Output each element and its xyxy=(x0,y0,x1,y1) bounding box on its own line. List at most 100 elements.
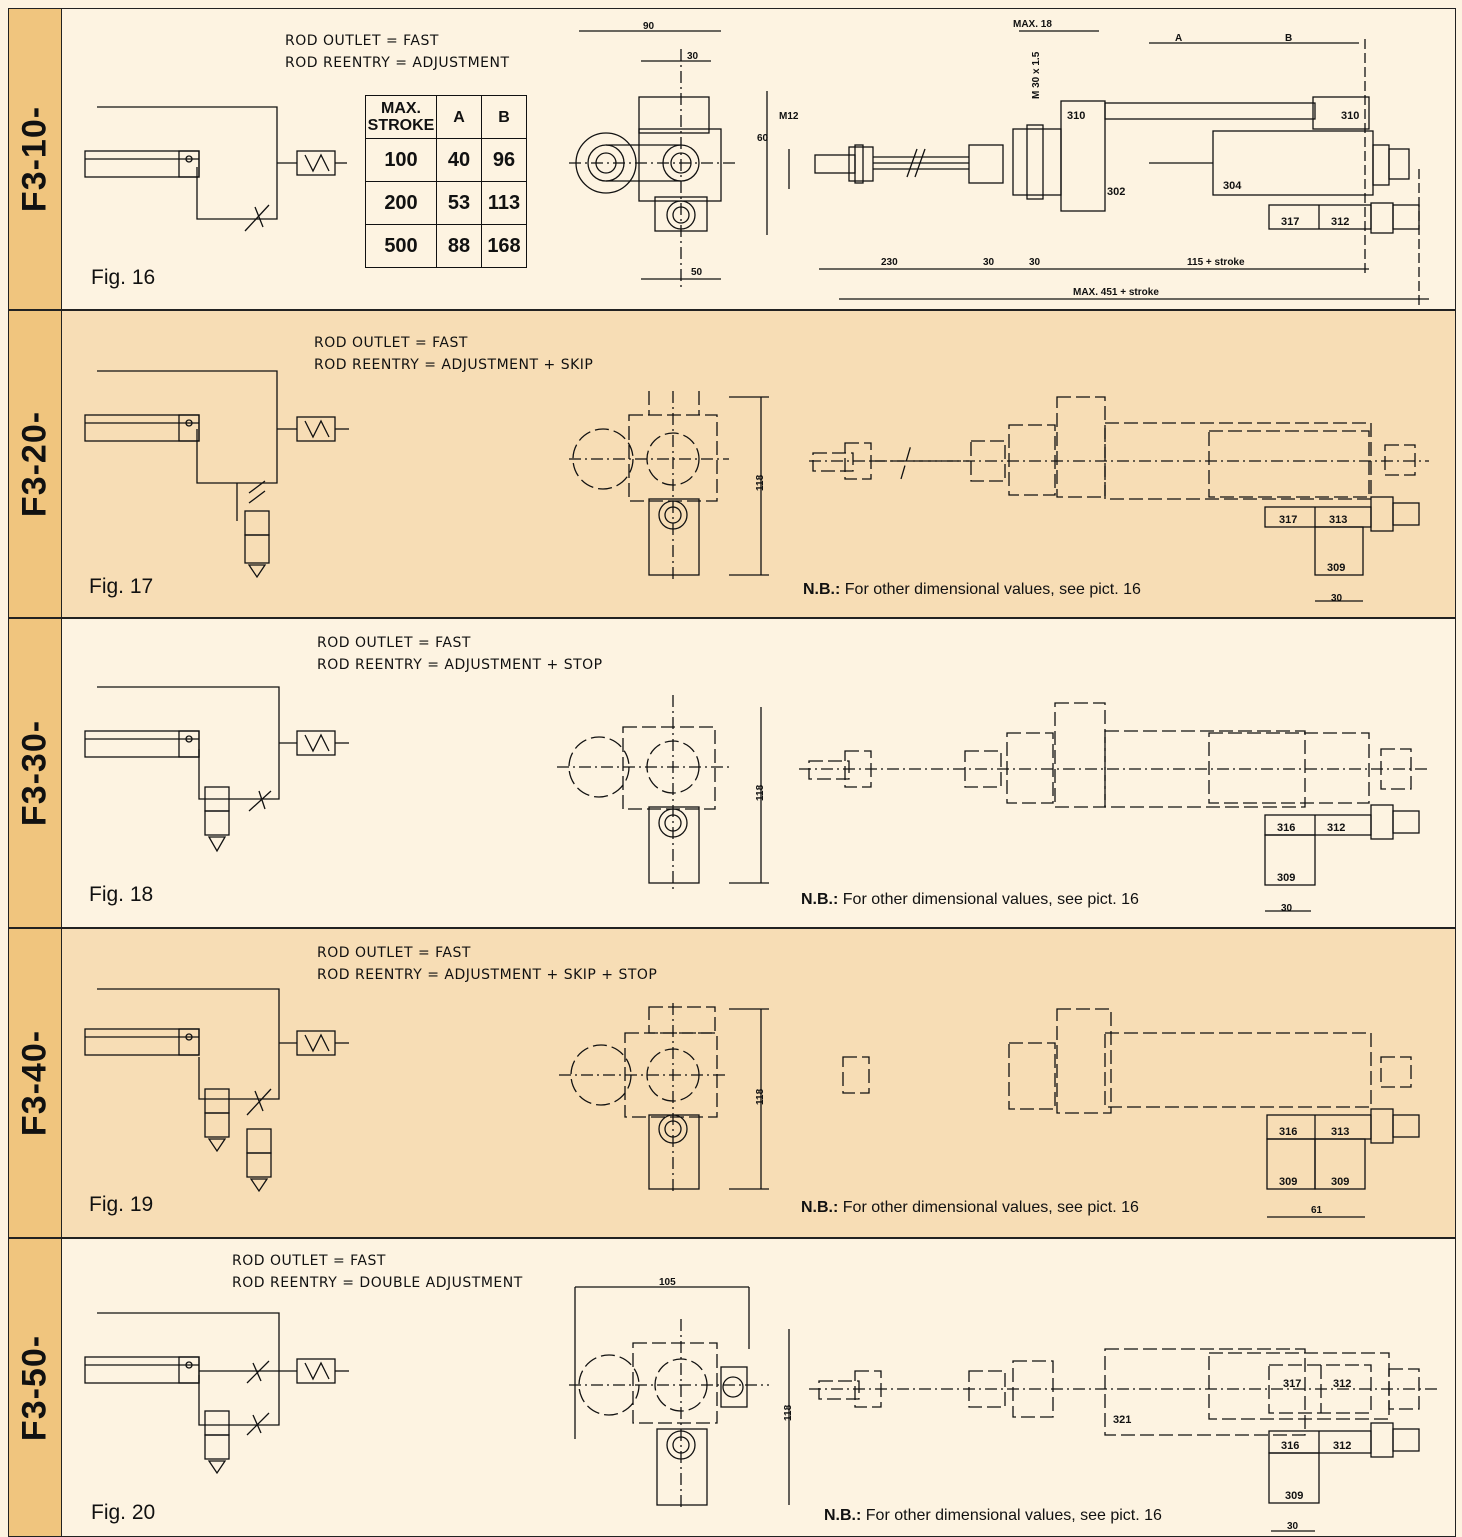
dimension-label: 230 xyxy=(881,257,898,268)
dimension-label: B xyxy=(1285,33,1292,44)
dimension-label: 61 xyxy=(1311,1205,1323,1216)
part-number: 309 xyxy=(1331,1176,1349,1188)
table-row: 500 88 168 xyxy=(365,224,527,268)
section-f3-40: F3-40- ROD OUTLET = FAST ROD REENTRY = A… xyxy=(8,928,1456,1238)
part-number: 313 xyxy=(1331,1126,1349,1138)
hydraulic-schematic xyxy=(84,106,347,232)
part-number: 312 xyxy=(1327,822,1345,834)
rod-reentry-label: ROD REENTRY = ADJUSTMENT + STOP xyxy=(317,657,603,673)
figure-label: Fig. 19 xyxy=(89,1193,154,1216)
dimension-label: 30 xyxy=(1331,593,1343,604)
dimension-label: 118 xyxy=(755,474,766,491)
hydraulic-schematic xyxy=(84,686,349,853)
table-cell: 53 xyxy=(436,181,482,225)
technical-drawing: 105 118 30 317 312 321 316 312 309 xyxy=(84,1277,1439,1532)
part-number: 312 xyxy=(1333,1378,1351,1390)
part-number: 310 xyxy=(1341,110,1359,122)
dimension-label: 105 xyxy=(659,1277,676,1288)
part-number: 309 xyxy=(1279,1176,1297,1188)
table-header-row: MAX. STROKE A B xyxy=(365,95,527,139)
technical-drawing: 118 61 316 313 309 309 xyxy=(84,988,1420,1218)
part-number: 309 xyxy=(1277,872,1295,884)
rod-outlet-label: ROD OUTLET = FAST xyxy=(317,635,471,651)
front-view xyxy=(557,695,729,891)
technical-drawing: 90 30 60 M12 50 MAX. 18 M 30 x 1.5 A B 2… xyxy=(84,19,1429,305)
part-number: 313 xyxy=(1329,514,1347,526)
rod-outlet-label: ROD OUTLET = FAST xyxy=(285,33,439,49)
dimension-label: 30 xyxy=(1281,903,1293,914)
dimension-label: 60 xyxy=(757,133,769,144)
table-cell: 96 xyxy=(481,138,527,182)
dimension-label: 118 xyxy=(755,1088,766,1105)
part-number: 316 xyxy=(1279,1126,1297,1138)
note-body: For other dimensional values, see pict. … xyxy=(842,891,1139,908)
part-number: 304 xyxy=(1223,180,1242,192)
rod-reentry-label: ROD REENTRY = ADJUSTMENT + SKIP + STOP xyxy=(317,967,658,983)
table-cell: 500 xyxy=(365,224,437,268)
front-view xyxy=(569,1319,769,1509)
note-text: N.B.: For other dimensional values, see … xyxy=(824,1507,1162,1525)
part-number: 309 xyxy=(1327,562,1345,574)
part-number: 312 xyxy=(1333,1440,1351,1452)
section-tab: F3-40- xyxy=(9,929,62,1237)
note-body: For other dimensional values, see pict. … xyxy=(844,581,1141,598)
table-header: MAX. STROKE xyxy=(365,95,437,139)
side-view xyxy=(814,30,1429,305)
table-row: 100 40 96 xyxy=(365,138,527,182)
table-cell: 168 xyxy=(481,224,527,268)
stroke-table: MAX. STROKE A B 100 40 96 200 53 113 500… xyxy=(365,95,527,268)
note-prefix: N.B.: xyxy=(803,581,841,598)
dimension-label: 30 xyxy=(1287,1521,1299,1532)
rod-reentry-label: ROD REENTRY = ADJUSTMENT + SKIP xyxy=(314,357,594,373)
part-number: 310 xyxy=(1067,110,1085,122)
note-body: For other dimensional values, see pict. … xyxy=(842,1199,1139,1216)
part-number: 312 xyxy=(1331,216,1349,228)
rod-outlet-label: ROD OUTLET = FAST xyxy=(314,335,468,351)
rod-reentry-label: ROD REENTRY = ADJUSTMENT xyxy=(285,55,510,71)
dimension-label: M12 xyxy=(779,111,799,122)
dimension-label: A xyxy=(1175,33,1182,44)
dimension-label: MAX. 18 xyxy=(1013,19,1052,30)
figure-label: Fig. 17 xyxy=(89,575,154,598)
dimension-label: 50 xyxy=(691,267,703,278)
part-number: 316 xyxy=(1281,1440,1299,1452)
table-header: B xyxy=(481,95,527,139)
note-text: N.B.: For other dimensional values, see … xyxy=(801,891,1139,909)
dimension-label: 30 xyxy=(983,257,995,268)
front-view xyxy=(559,1003,729,1191)
dimension-label: 30 xyxy=(687,51,699,62)
dimension-label: 90 xyxy=(643,21,655,32)
side-view xyxy=(809,1348,1439,1436)
rod-outlet-label: ROD OUTLET = FAST xyxy=(317,945,471,961)
section-tab: F3-50- xyxy=(9,1239,62,1536)
dimension-label: 118 xyxy=(755,784,766,801)
rod-reentry-label: ROD REENTRY = DOUBLE ADJUSTMENT xyxy=(232,1275,523,1291)
part-number: 309 xyxy=(1285,1490,1303,1502)
table-row: 200 53 113 xyxy=(365,181,527,225)
section-f3-50: F3-50- ROD OUTLET = FAST ROD REENTRY = D… xyxy=(8,1238,1456,1537)
front-view xyxy=(569,30,790,289)
side-view xyxy=(799,702,1429,808)
table-cell: 88 xyxy=(436,224,482,268)
dimension-label: MAX. 451 + stroke xyxy=(1073,287,1159,298)
section-f3-30: F3-30- ROD OUTLET = FAST ROD REENTRY = A… xyxy=(8,618,1456,928)
section-f3-20: F3-20- ROD OUTLET = FAST ROD REENTRY = A… xyxy=(8,310,1456,618)
note-text: N.B.: For other dimensional values, see … xyxy=(803,581,1141,599)
part-number: 317 xyxy=(1281,216,1299,228)
note-prefix: N.B.: xyxy=(801,891,839,908)
table-cell: 113 xyxy=(481,181,527,225)
dimension-label: M 30 x 1.5 xyxy=(1031,51,1042,99)
section-tab: F3-20- xyxy=(9,311,62,617)
part-number: 317 xyxy=(1279,514,1297,526)
part-number: 316 xyxy=(1277,822,1295,834)
dimension-label: 115 + stroke xyxy=(1187,257,1245,268)
note-prefix: N.B.: xyxy=(824,1507,862,1524)
table-cell: 40 xyxy=(436,138,482,182)
rod-outlet-label: ROD OUTLET = FAST xyxy=(232,1253,386,1269)
dimension-label: 30 xyxy=(1029,257,1041,268)
hydraulic-schematic xyxy=(84,370,349,579)
part-number: 302 xyxy=(1107,186,1125,198)
side-view xyxy=(809,396,1429,500)
note-text: N.B.: For other dimensional values, see … xyxy=(801,1199,1139,1217)
